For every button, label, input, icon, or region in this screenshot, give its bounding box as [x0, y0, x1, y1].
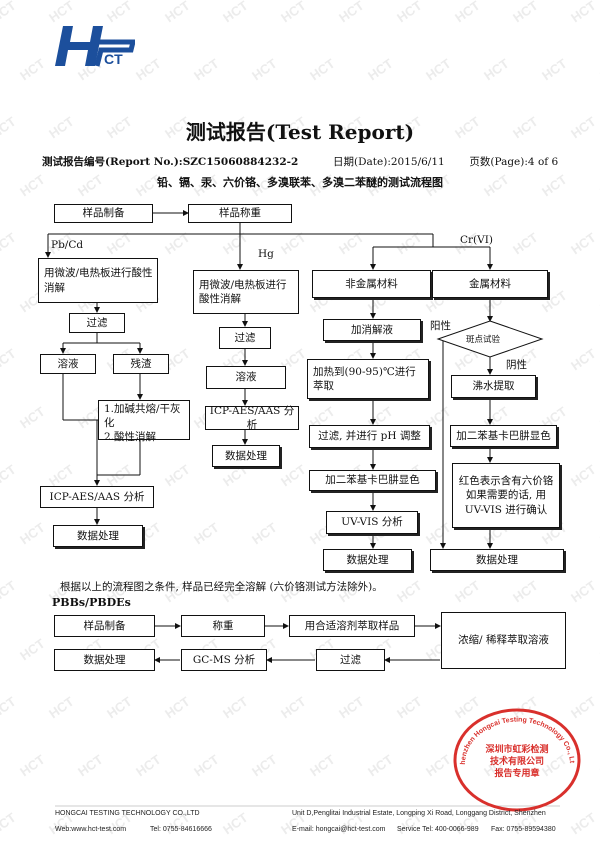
footer-address: Unit D,Penglitai Industrial Estate, Long… — [292, 810, 546, 817]
cr-color-box-2: 加二苯基卡巴肼显色 — [450, 425, 557, 447]
sample-prep-box: 样品制备 — [54, 204, 153, 223]
date: 2015/6/11 — [390, 156, 445, 168]
date-label: 日期(Date): — [333, 156, 391, 168]
cr-add-digest-box: 加消解液 — [323, 319, 421, 341]
pbb-data-box: 数据处理 — [54, 649, 155, 671]
page-title: 测试报告(Test Report) — [185, 120, 415, 144]
cr-data-box-1: 数据处理 — [323, 549, 412, 571]
cr-data-box-2: 数据处理 — [430, 549, 564, 571]
pbcd-residue-steps-box: 1.加碱共熔/干灰化 2.酸性消解 — [98, 400, 190, 443]
footer-email: E-mail: hongcai@hct-test.com — [292, 826, 386, 833]
page-number: 4 of 6 — [527, 156, 559, 168]
footer-web: Web:www.hct-test.com — [55, 826, 127, 833]
residue-step-1: 1.加碱共熔/干灰化 — [104, 403, 181, 430]
svg-text:CT: CT — [104, 51, 123, 67]
cr-positive-label: 阳性 — [430, 320, 451, 332]
pbcd-filter-box: 过滤 — [69, 313, 125, 333]
pbcd-residue-box: 残渣 — [113, 354, 169, 374]
hg-filter-box: 过滤 — [219, 327, 271, 349]
cr-confirm-box: 红色表示含有六价铬如果需要的话, 用 UV-VIS 进行确认 — [452, 463, 560, 528]
cr-color-box-1: 加二苯基卡巴肼显色 — [309, 470, 436, 491]
pbcd-digest-box: 用微波/电热板进行酸性消解 — [38, 258, 158, 303]
cr-metal-box: 金属材料 — [432, 270, 548, 298]
cr-nonmetal-box: 非金属材料 — [312, 270, 431, 298]
pbcd-solution-box: 溶液 — [40, 354, 96, 374]
hg-digest-box: 用微波/电热板进行酸性消解 — [193, 270, 299, 314]
residue-step-2: 2.酸性消解 — [104, 431, 157, 444]
svg-text:报告专用章: 报告专用章 — [494, 767, 539, 779]
company-seal: Shenzhen Hongcai Testing Technology Co.,… — [450, 700, 581, 812]
cr-heat-box: 加热到(90-95)℃进行萃取 — [307, 359, 429, 399]
cr-negative-label: 阴性 — [506, 359, 527, 371]
label-crvi: Cr(VI) — [460, 234, 493, 246]
label-hg: Hg — [258, 248, 274, 260]
pbcd-data-box: 数据处理 — [53, 525, 143, 547]
pbb-filter-box: 过滤 — [316, 649, 385, 671]
pbb-concentrate-box: 浓缩/ 稀释萃取溶液 — [441, 612, 566, 669]
hg-solution-box: 溶液 — [206, 366, 286, 389]
sample-weigh-box: 样品称重 — [188, 204, 292, 223]
svg-text:深圳市虹彩检测: 深圳市虹彩检测 — [485, 743, 548, 755]
footer-fax: Fax: 0755-89594380 — [491, 826, 556, 833]
report-meta: 测试报告编号(Report No.):SZC15060884232-2 日期(D… — [42, 154, 558, 169]
pbcd-icp-box: ICP-AES/AAS 分析 — [40, 486, 154, 508]
hg-icp-box: ICP-AES/AAS 分析 — [205, 405, 299, 431]
pbb-gcms-box: GC-MS 分析 — [181, 649, 267, 671]
cr-boil-box: 沸水提取 — [451, 375, 536, 398]
footer-company: HONGCAI TESTING TECHNOLOGY CO.,LTD — [55, 810, 200, 817]
report-no-label: 测试报告编号(Report No.): — [42, 156, 183, 168]
cr-filter-ph-box: 过滤, 并进行 pH 调整 — [309, 425, 430, 448]
footer-tel: Tel: 0755-84616666 — [150, 826, 212, 833]
svg-text:技术有限公司: 技术有限公司 — [490, 755, 544, 767]
hct-logo: CT — [55, 26, 135, 67]
report-no: SZC15060884232-2 — [182, 156, 299, 168]
pbb-prep-box: 样品制备 — [54, 615, 155, 637]
dissolution-note: 根据以上的流程图之条件, 样品已经完全溶解 (六价铬测试方法除外)。 — [60, 581, 383, 593]
cr-spot-test: 斑点试验 — [466, 335, 501, 345]
footer-service-tel: Service Tel: 400-0066-989 — [397, 826, 479, 833]
pbb-heading: PBBs/PBDEs — [52, 596, 131, 609]
pbb-extract-box: 用合适溶剂萃取样品 — [289, 615, 415, 637]
flowchart-title: 铅、镉、汞、六价铬、多溴联苯、多溴二苯醚的测试流程图 — [157, 176, 443, 189]
hg-data-box: 数据处理 — [212, 445, 280, 467]
page-label: 页数(Page): — [469, 156, 528, 168]
pbb-weigh-box: 称重 — [181, 615, 265, 637]
cr-uvvis-box: UV-VIS 分析 — [326, 511, 418, 534]
label-pbcd: Pb/Cd — [51, 239, 84, 251]
